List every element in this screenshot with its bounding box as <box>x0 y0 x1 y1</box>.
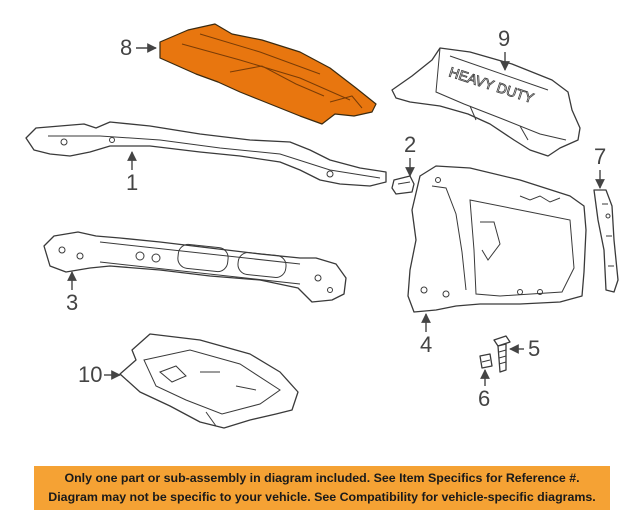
part-3-lower-crossmember[interactable] <box>43 231 347 303</box>
callout-5: 5 <box>528 336 540 361</box>
callout-10: 10 <box>78 362 102 387</box>
callout-4: 4 <box>420 332 432 357</box>
part-4-radiator-support[interactable] <box>407 165 587 313</box>
part-5-bolt[interactable] <box>493 335 511 373</box>
part-6-clip-nut[interactable] <box>479 353 493 369</box>
callout-9: 9 <box>498 26 510 51</box>
parts-diagram: HEAVY DUTY <box>25 23 619 429</box>
part-2-bracket[interactable] <box>391 175 415 195</box>
part-8-upper-shield[interactable] <box>159 23 377 125</box>
part-7-side-bracket[interactable] <box>593 189 619 293</box>
callout-3: 3 <box>66 290 78 315</box>
callout-1: 1 <box>126 170 138 195</box>
disclaimer-line-2: Diagram may not be specific to your vehi… <box>48 490 596 504</box>
callout-8: 8 <box>120 35 132 60</box>
disclaimer-line-1: Only one part or sub-assembly in diagram… <box>64 471 580 485</box>
callout-2: 2 <box>404 132 416 157</box>
callout-7: 7 <box>594 144 606 169</box>
part-1-upper-crossmember[interactable] <box>25 121 387 187</box>
disclaimer-banner: Only one part or sub-assembly in diagram… <box>34 466 610 510</box>
part-9-heavy-duty-shield[interactable]: HEAVY DUTY <box>391 47 581 157</box>
part-10-skid-plate[interactable] <box>119 333 299 429</box>
callout-6: 6 <box>478 386 490 411</box>
